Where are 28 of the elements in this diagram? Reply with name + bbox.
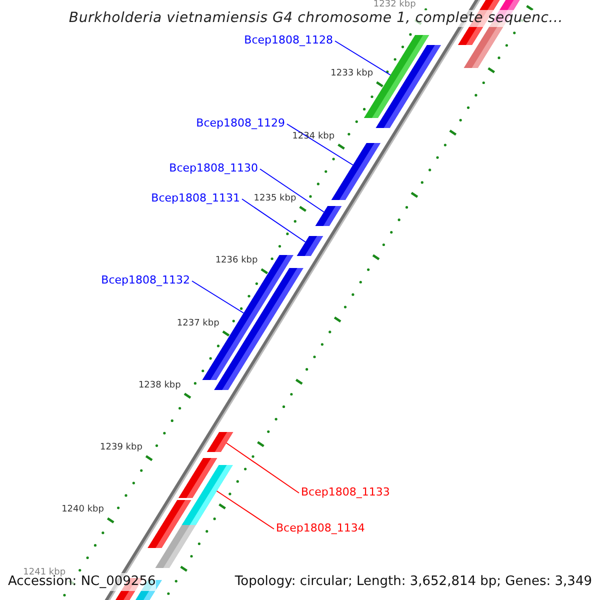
scale-label: 1239 kbp [100, 444, 142, 453]
topology-text: Topology: circular; Length: 3,652,814 bp; Genes: 3,349 [234, 573, 592, 591]
scale-label: 1237 kbp [176, 319, 220, 328]
scale-label: 1233 kbp [330, 70, 374, 79]
leader-line [260, 168, 324, 212]
gene-bar [182, 465, 233, 525]
scale-label: 1236 kbp [215, 256, 258, 266]
gene-bar [331, 143, 380, 200]
leader-line [334, 40, 391, 76]
gene-label: Bcep1808_1131 [151, 192, 240, 204]
leader-line [216, 490, 274, 530]
gene-label: Bcep1808_1128 [244, 34, 333, 46]
gene-label: Bcep1808_1133 [301, 486, 390, 498]
scale-label: 1235 kbp [254, 194, 296, 204]
gene-bar [206, 432, 234, 452]
leader-line [286, 124, 354, 166]
gene-label: Bcep1808_1134 [276, 522, 365, 534]
leader-line [242, 198, 306, 242]
gene-label: Bcep1808_1132 [101, 274, 190, 286]
gene-bar [296, 236, 324, 256]
gene-label: Bcep1808_1129 [196, 118, 285, 128]
gene-bar [315, 206, 342, 226]
leader-line [192, 280, 244, 314]
scale-label: 1240 kbp [62, 506, 104, 515]
gene-label: Bcep1808_1130 [169, 162, 258, 174]
scale-label: 1238 kbp [138, 381, 181, 390]
gene-bar [202, 255, 294, 380]
leader-line [226, 442, 300, 494]
